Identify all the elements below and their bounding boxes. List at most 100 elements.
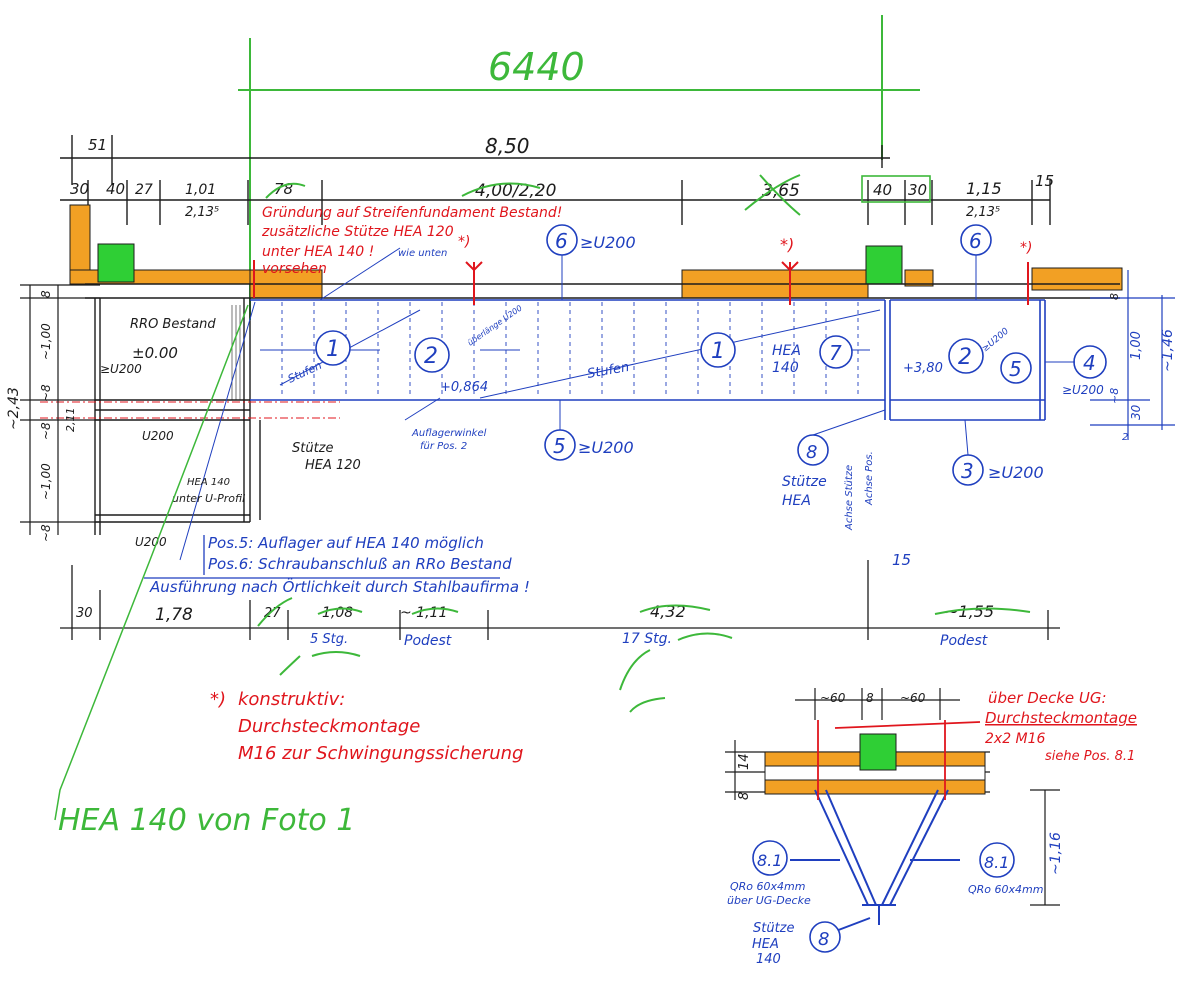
hatch-left-wall xyxy=(231,305,241,400)
label-unter-u: unter U-Profil xyxy=(172,492,245,505)
detail-stuetze-3: 140 xyxy=(756,952,781,967)
pos-3-label: ≥U200 xyxy=(988,463,1044,482)
red-note-durchsteck-2: Durchsteckmontage xyxy=(985,709,1137,727)
dim-overall-850: 8,50 xyxy=(485,134,530,158)
pos-6b: 6 xyxy=(969,229,982,253)
blue-stair-outline xyxy=(250,299,1046,421)
pos-1b: 1 xyxy=(711,339,725,364)
green-box-40-30 xyxy=(861,175,931,203)
red-note-m16: M16 zur Schwingungssicherung xyxy=(238,743,523,764)
bdim-178: 1,78 xyxy=(155,605,193,625)
blue-note-pos6: Pos.6: Schraubanschluß an RRo Bestand xyxy=(208,555,512,573)
green-note-hea140-foto: HEA 140 von Foto 1 xyxy=(58,803,355,838)
detail-pos-81b: 8.1 xyxy=(984,853,1009,872)
existing-structure-lines xyxy=(85,283,1120,535)
label-stuetze-hea-1: Stütze xyxy=(782,474,827,490)
label-level-000: ±0.00 xyxy=(132,344,178,362)
blue-leaders xyxy=(179,247,1075,561)
label-ueberlaenge: überlänge U200 xyxy=(466,303,524,347)
bdim-5stg: 5 Stg. xyxy=(310,632,348,647)
label-plus380: +3,80 xyxy=(903,361,943,376)
green-strikeouts-bottom xyxy=(257,597,1031,713)
label-wie-unten: wie unten xyxy=(398,248,447,259)
label-u200-c: U200 xyxy=(135,535,167,549)
label-achse-2: Achse Pos. xyxy=(864,451,875,506)
green-strikeouts-top xyxy=(265,174,801,216)
dim-101: 1,01 xyxy=(185,182,216,198)
right-vertical-dims xyxy=(1090,270,1175,440)
pos-6a: 6 xyxy=(555,229,568,253)
label-u200-d: ≥U200 xyxy=(1062,383,1104,397)
label-plus0864: +0,864 xyxy=(440,380,488,395)
pos-4: 4 xyxy=(1083,351,1096,375)
dim-30: 30 xyxy=(70,180,89,198)
label-rro-bestand: RRO Bestand xyxy=(130,317,216,332)
bdim-podest1: Podest xyxy=(404,633,452,649)
bdim-podest2: Podest xyxy=(940,633,988,649)
red-note-foundation-1: Gründung auf Streifenfundament Bestand! xyxy=(262,205,562,221)
detail-qro-left-2: über UG-Decke xyxy=(727,894,811,907)
red-note-konstruktiv: konstruktiv: xyxy=(238,689,345,710)
vdim-8c: ~8 xyxy=(39,422,53,440)
bdim-podest1-len: ~ 1,11 xyxy=(400,605,447,621)
detail-vdim-8: 8 xyxy=(737,792,752,800)
dim-center-15: 15 xyxy=(892,551,911,569)
label-hea120: HEA 120 xyxy=(305,458,361,473)
red-note-foundation-3: unter HEA 140 ! xyxy=(262,244,374,260)
label-stufen-2: Stufen xyxy=(586,360,630,382)
dim-2135-left: 2,13⁵ xyxy=(185,205,219,220)
vdim-100b: ~1,00 xyxy=(39,463,53,500)
vdim-8a: 8 xyxy=(39,290,53,298)
pos-5a: 5 xyxy=(553,434,566,458)
red-star-marker-3: *) xyxy=(1020,240,1032,256)
red-note-siehe-81: siehe Pos. 8.1 xyxy=(1045,749,1135,764)
detail-qro-right: QRo 60x4mm xyxy=(968,883,1043,896)
pos-3: 3 xyxy=(961,459,974,483)
label-u200-a: ≥U200 xyxy=(100,362,142,376)
label-hea140-b2: 140 xyxy=(772,360,799,376)
dim-27: 27 xyxy=(135,182,153,198)
vdim-8d: ~8 xyxy=(39,524,53,542)
rdim-8b: ~8 xyxy=(1108,388,1121,404)
detail-vdim-116: ~1,16 xyxy=(1048,832,1064,875)
rdim-146: ~1,46 xyxy=(1160,329,1176,372)
bdim-podest2-len: ~1,55 xyxy=(945,602,994,621)
rdim-2: 2 xyxy=(1122,432,1128,443)
detail-dim-60a: ~60 xyxy=(820,691,846,705)
left-vertical-dims xyxy=(20,284,100,535)
red-note-ueber-decke: über Decke UG: xyxy=(988,689,1107,707)
pos-1a: 1 xyxy=(326,337,340,362)
label-stuetze: Stütze xyxy=(292,441,334,456)
label-hea140: HEA 140 xyxy=(187,477,230,488)
detail-qro-left-1: QRo 60x4mm xyxy=(730,880,805,893)
label-lu200: ≥U200 xyxy=(981,326,1012,354)
red-note-durchsteck: Durchsteckmontage xyxy=(238,716,420,737)
label-auflagerwinkel-2: für Pos. 2 xyxy=(420,441,467,452)
detail-stuetze-1: Stütze xyxy=(753,921,795,936)
vdim-243: ~2,43 xyxy=(6,387,22,430)
label-stufen-1: Stufen xyxy=(286,359,324,386)
green-column-right xyxy=(865,245,903,285)
red-note-foundation-2: zusätzliche Stütze HEA 120 xyxy=(261,224,454,240)
detail-dim-60b: ~60 xyxy=(900,691,926,705)
pos-8: 8 xyxy=(806,442,817,463)
detail-stuetze-2: HEA xyxy=(752,937,779,952)
pos-5b: 5 xyxy=(1009,357,1022,381)
red-note-2x2m16: 2x2 M16 xyxy=(985,731,1046,747)
bdim-30: 30 xyxy=(76,606,93,621)
pos-2a: 2 xyxy=(424,344,438,369)
pos-2b: 2 xyxy=(958,345,972,370)
blue-note-bracket xyxy=(144,535,500,579)
label-stuetze-hea-2: HEA xyxy=(782,493,811,509)
top-dimension-lines xyxy=(60,135,1051,225)
rdim-8: 8 xyxy=(1108,293,1121,300)
dim-51: 51 xyxy=(88,136,107,154)
red-axis-lines xyxy=(40,401,340,419)
red-note-foundation-4: vorsehen xyxy=(262,261,327,277)
pos-6a-label: ≥U200 xyxy=(580,233,636,252)
dim-40: 40 xyxy=(106,180,125,198)
red-markers xyxy=(253,260,1029,305)
label-auflagerwinkel-1: Auflagerwinkel xyxy=(411,428,487,439)
label-u200-b: U200 xyxy=(142,429,174,443)
